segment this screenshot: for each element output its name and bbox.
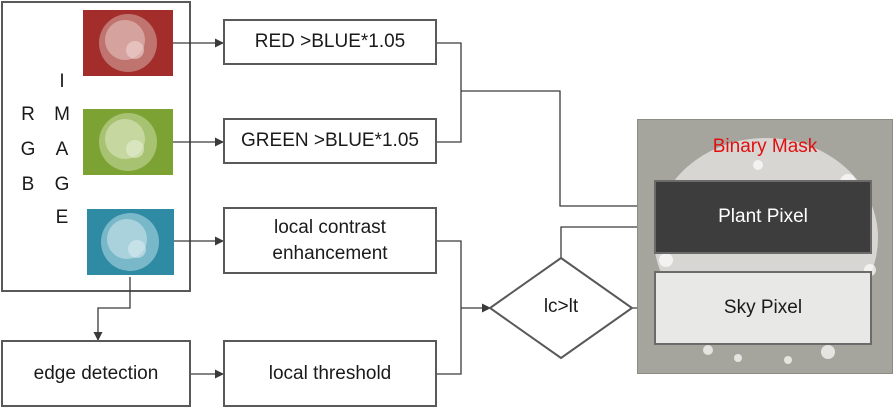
plant-pixel-box: Plant Pixel: [654, 180, 872, 254]
red-rule-box: RED >BLUE*1.05: [223, 19, 437, 65]
red-rule-label: RED >BLUE*1.05: [254, 31, 406, 53]
blue-channel-image: [87, 209, 174, 275]
decision-diamond: [488, 256, 634, 360]
letter-b: B: [21, 174, 35, 195]
green-channel-image: [83, 109, 173, 175]
contrast-label-line1: local contrast: [274, 216, 386, 238]
edge-detection-label: edge detection: [33, 362, 159, 384]
green-rule-box: GREEN >BLUE*1.05: [223, 118, 437, 164]
contrast-enhancement-box: local contrast enhancement: [223, 207, 437, 274]
contrast-label-line2: enhancement: [272, 242, 388, 264]
red-channel-image: [83, 10, 173, 76]
decision-label: lc>lt: [543, 296, 579, 317]
letter-a: A: [55, 139, 69, 160]
local-threshold-box: local threshold: [223, 340, 437, 407]
sky-pixel-label: Sky Pixel: [723, 297, 803, 318]
letter-g: G: [20, 139, 36, 160]
binary-mask-title: Binary Mask: [712, 136, 818, 157]
local-threshold-label: local threshold: [268, 362, 392, 384]
letter-m: M: [54, 104, 70, 125]
plant-pixel-label: Plant Pixel: [718, 206, 808, 227]
edge-detection-box: edge detection: [1, 340, 191, 407]
sky-pixel-box: Sky Pixel: [654, 271, 872, 345]
binary-mask-panel: Binary Mask Plant Pixel Sky Pixel: [637, 119, 893, 374]
letter-i: I: [59, 71, 65, 92]
letter-g2: G: [54, 174, 70, 195]
green-rule-label: GREEN >BLUE*1.05: [241, 130, 419, 152]
letter-e: E: [55, 207, 69, 228]
letter-r: R: [21, 104, 35, 125]
